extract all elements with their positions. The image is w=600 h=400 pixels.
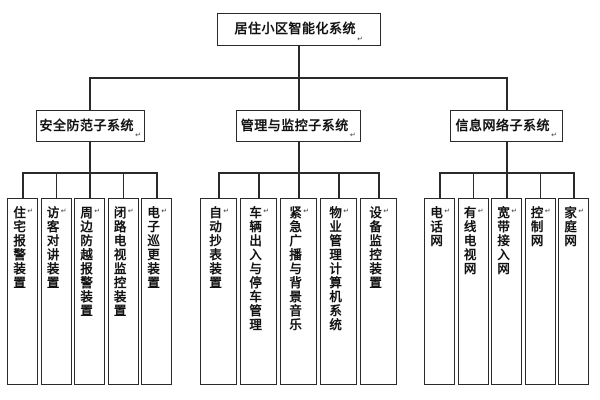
- artifact-mark: ↵: [342, 207, 351, 215]
- node-branch-2-leaf-3-label: 紧急广播与背景音乐: [287, 206, 303, 332]
- connector-branch-2-leaf-drop-5: [378, 172, 380, 199]
- node-branch-3-leaf-2[interactable]: 有线电视网↵: [457, 198, 489, 385]
- connector-branch-2-stem: [298, 142, 300, 173]
- node-branch-3-leaf-4-label: 控制网: [528, 206, 544, 248]
- connector-branch-3-leaf-drop-2: [472, 172, 475, 199]
- node-branch-2-leaf-5[interactable]: 设备监控装置↵: [360, 198, 397, 385]
- connector-branch-3-stem: [506, 142, 508, 173]
- connector-branch-2-leaf-drop-4: [338, 172, 340, 199]
- artifact-mark: ↵: [26, 207, 35, 215]
- artifact-mark: ↵: [93, 207, 102, 215]
- artifact-mark: ↵: [551, 131, 558, 139]
- node-branch-1-label: 安全防范子系统: [39, 118, 135, 134]
- node-branch-2-leaf-5-label: 设备监控装置: [367, 206, 383, 290]
- connector-root-stem: [298, 46, 300, 78]
- artifact-mark: ↵: [160, 207, 169, 215]
- connector-branch-2-leaf-drop-3: [298, 172, 300, 199]
- node-branch-1-leaf-4-label: 闭路电视监控装置: [111, 206, 127, 318]
- artifact-mark: ↵: [543, 207, 552, 215]
- node-branch-2-label: 管理与监控子系统: [240, 118, 349, 134]
- node-branch-3-leaf-5[interactable]: 家庭网↵: [558, 198, 589, 385]
- artifact-mark: ↵: [59, 207, 68, 215]
- artifact-mark: ↵: [382, 207, 391, 215]
- node-branch-2-leaf-4[interactable]: 物业管理计算机系统↵: [320, 198, 357, 385]
- artifact-mark: ↵: [357, 35, 364, 43]
- connector-branch-3-leaf-drop-1: [439, 172, 441, 199]
- node-branch-2-leaf-2-label: 车辆出入与停车管理: [247, 206, 263, 332]
- artifact-mark: ↵: [577, 207, 586, 215]
- node-branch-1-leaf-5[interactable]: 电子巡更装置↵: [141, 198, 172, 385]
- connector-branch-1-leaf-drop-1: [22, 172, 24, 199]
- artifact-mark: ↵: [476, 207, 485, 215]
- node-branch-3-leaf-1[interactable]: 电话网↵: [424, 198, 455, 385]
- node-branch-2-leaf-1[interactable]: 自动抄表装置↵: [200, 198, 237, 385]
- node-branch-3-leaf-3-label: 宽带接入网: [495, 206, 511, 276]
- node-branch-3-leaf-1-label: 电话网: [428, 206, 444, 248]
- node-branch-1-leaf-3[interactable]: 周边防越报警装置↵: [74, 198, 105, 385]
- node-root[interactable]: 居住小区智能化系统↵: [217, 13, 381, 46]
- node-branch-3[interactable]: 信息网络子系统↵: [450, 110, 563, 142]
- node-branch-3-leaf-4[interactable]: 控制网↵: [524, 198, 556, 385]
- artifact-mark: ↵: [222, 207, 231, 215]
- connector-drop-branch-1: [89, 77, 91, 111]
- node-branch-2[interactable]: 管理与监控子系统↵: [236, 110, 361, 142]
- node-branch-1-leaf-4[interactable]: 闭路电视监控装置↵: [107, 198, 139, 385]
- artifact-mark: ↵: [262, 207, 271, 215]
- artifact-mark: ↵: [349, 131, 357, 139]
- connector-branch-3-leaf-drop-3: [506, 172, 508, 199]
- connector-branch-3-leaf-drop-5: [573, 172, 575, 199]
- node-branch-1-leaf-1[interactable]: 住宅报警装置↵: [7, 198, 38, 385]
- connector-branch-3-leaf-drop-4: [539, 172, 542, 199]
- node-branch-1-leaf-2[interactable]: 访客对讲装置↵: [40, 198, 72, 385]
- connector-branch-1-leaf-drop-5: [156, 172, 158, 199]
- artifact-mark: ↵: [510, 207, 519, 215]
- artifact-mark: ↵: [302, 207, 311, 215]
- node-branch-2-leaf-2[interactable]: 车辆出入与停车管理↵: [240, 198, 277, 385]
- connector-branch-2-leaf-drop-1: [218, 172, 220, 199]
- node-branch-3-label: 信息网络子系统: [455, 118, 551, 134]
- connector-branch-1-leaf-drop-4: [122, 172, 125, 199]
- connector-branch-1-stem: [89, 142, 91, 173]
- connector-drop-branch-2: [298, 77, 300, 111]
- artifact-mark: ↵: [135, 131, 142, 139]
- artifact-mark: ↵: [443, 207, 452, 215]
- node-branch-3-leaf-5-label: 家庭网: [562, 206, 578, 248]
- artifact-mark: ↵: [126, 207, 135, 215]
- node-branch-3-leaf-3[interactable]: 宽带接入网↵: [491, 198, 522, 385]
- node-branch-2-leaf-3[interactable]: 紧急广播与背景音乐↵: [280, 198, 317, 385]
- node-branch-1[interactable]: 安全防范子系统↵: [36, 110, 145, 142]
- node-branch-1-leaf-5-label: 电子巡更装置: [145, 206, 161, 290]
- connector-branch-1-leaf-drop-2: [55, 172, 58, 199]
- node-branch-1-leaf-1-label: 住宅报警装置: [11, 206, 27, 290]
- node-root-label: 居住小区智能化系统: [234, 22, 357, 37]
- node-branch-2-leaf-4-label: 物业管理计算机系统: [327, 206, 343, 332]
- node-branch-1-leaf-2-label: 访客对讲装置: [44, 206, 60, 290]
- node-branch-2-leaf-1-label: 自动抄表装置: [207, 206, 223, 290]
- connector-branch-2-leaf-drop-2: [258, 172, 260, 199]
- node-branch-3-leaf-2-label: 有线电视网: [461, 206, 477, 276]
- node-branch-1-leaf-3-label: 周边防越报警装置: [78, 206, 94, 318]
- connector-drop-branch-3: [506, 77, 508, 111]
- connector-branch-1-leaf-drop-3: [89, 172, 91, 199]
